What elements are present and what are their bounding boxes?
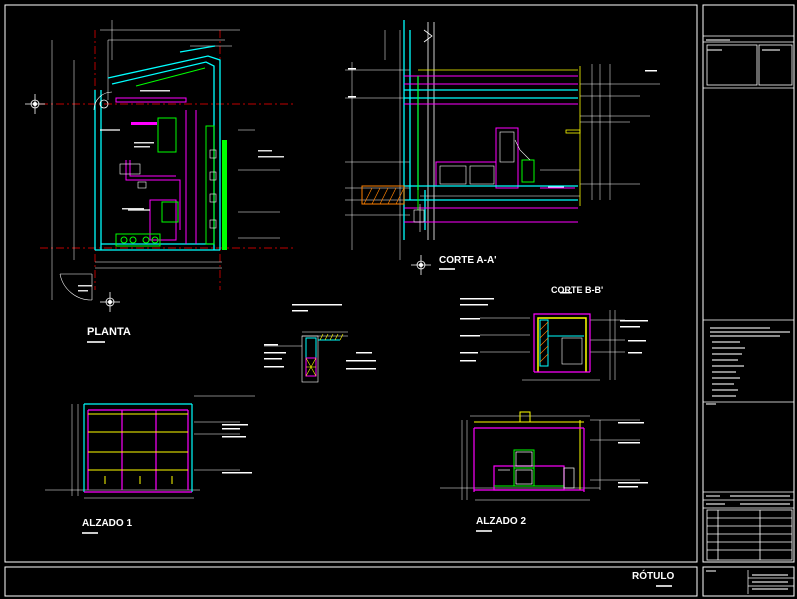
title-block-label: RÓTULO [632, 571, 675, 582]
section-aa-scale-note [439, 268, 455, 270]
section-bb-view [460, 292, 648, 381]
plan-title: PLANTA [87, 326, 131, 338]
elevation-1-scale-note [82, 532, 98, 534]
bottom-right-cells [747, 570, 794, 594]
plan-scale-note [87, 341, 105, 343]
elevation-2-scale-note [476, 530, 492, 532]
elevation-2-title: ALZADO 2 [476, 516, 526, 527]
elevation-1-title: ALZADO 1 [82, 518, 132, 529]
title-block-sub-note [656, 585, 672, 587]
section-aa-view [345, 20, 660, 275]
title-block-text-lines [706, 39, 790, 590]
elevation-2-view [440, 411, 648, 501]
title-block-panel [703, 35, 794, 561]
plan-view [25, 20, 295, 312]
section-aa-title: CORTE A-A' [439, 255, 497, 266]
sheet-frame [4, 4, 795, 597]
elevation-1-view [45, 395, 255, 499]
section-bb-title: CORTE B-B' [551, 285, 604, 295]
countertop-detail-view [264, 304, 376, 383]
